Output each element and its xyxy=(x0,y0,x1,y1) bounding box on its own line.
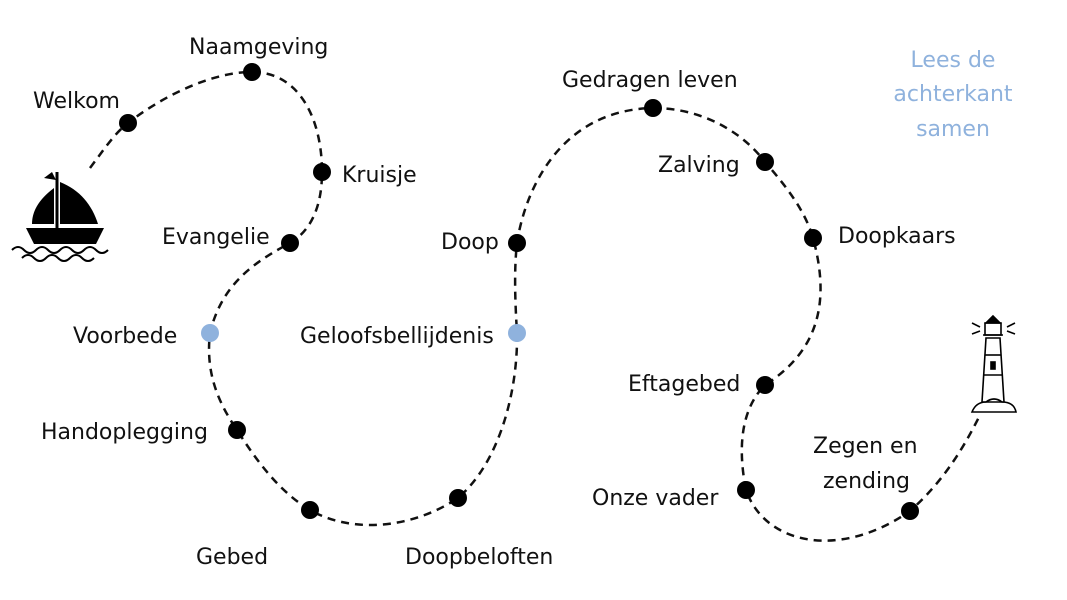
stop-label-kruisje: Kruisje xyxy=(342,163,417,188)
stop-label-doop: Doop xyxy=(441,230,499,255)
stop-dot-welkom xyxy=(119,114,137,132)
stop-dot-onze-vader xyxy=(737,481,755,499)
stop-dot-doopbeloften xyxy=(449,489,467,507)
stop-label-evangelie: Evangelie xyxy=(162,225,270,250)
labels-layer: Welkom Naamgeving Kruisje Evangelie Voor… xyxy=(33,35,956,570)
stop-label-welkom: Welkom xyxy=(33,89,120,114)
stop-dot-eftagebed xyxy=(756,376,774,394)
stop-dot-gebed xyxy=(301,501,319,519)
stop-label-zegen-line1: Zegen en xyxy=(813,434,918,459)
stop-label-gedragen-leven: Gedragen leven xyxy=(562,68,738,93)
stop-dot-zalving xyxy=(756,153,774,171)
stop-label-handoplegging: Handoplegging xyxy=(41,420,208,445)
stop-dot-handoplegging xyxy=(228,421,246,439)
stop-dot-gedragen-leven xyxy=(644,99,662,117)
stop-label-geloofsbelijdenis: Geloofsbellijdenis xyxy=(300,324,494,349)
stop-dot-voorbede xyxy=(201,324,219,342)
lighthouse-icon xyxy=(970,314,1017,413)
stop-label-eftagebed: Eftagebed xyxy=(628,372,740,397)
stop-dot-zegen xyxy=(901,502,919,520)
stop-label-naamgeving: Naamgeving xyxy=(189,35,328,60)
stop-label-doopbeloften: Doopbeloften xyxy=(405,545,553,570)
route-path xyxy=(88,70,982,542)
note-line-2: achterkant xyxy=(893,82,1013,107)
note-line-1: Lees de xyxy=(911,48,996,73)
note-block: Lees de achterkant samen xyxy=(893,48,1013,142)
stops-layer xyxy=(119,63,919,520)
stop-dot-geloofsbelijdenis xyxy=(508,324,526,342)
sailboat-icon xyxy=(11,172,109,262)
stop-dot-kruisje xyxy=(313,163,331,181)
stop-dot-evangelie xyxy=(281,234,299,252)
stop-label-gebed: Gebed xyxy=(196,545,268,570)
stop-label-voorbede: Voorbede xyxy=(73,324,177,349)
note-line-3: samen xyxy=(916,117,990,142)
stop-dot-naamgeving xyxy=(243,63,261,81)
stop-dot-doopkaars xyxy=(804,229,822,247)
stop-label-doopkaars: Doopkaars xyxy=(838,224,956,249)
stop-dot-doop xyxy=(508,234,526,252)
stop-label-zalving: Zalving xyxy=(658,153,740,178)
stop-label-onze-vader: Onze vader xyxy=(592,486,719,511)
stop-label-zegen-line2: zending xyxy=(823,469,910,494)
